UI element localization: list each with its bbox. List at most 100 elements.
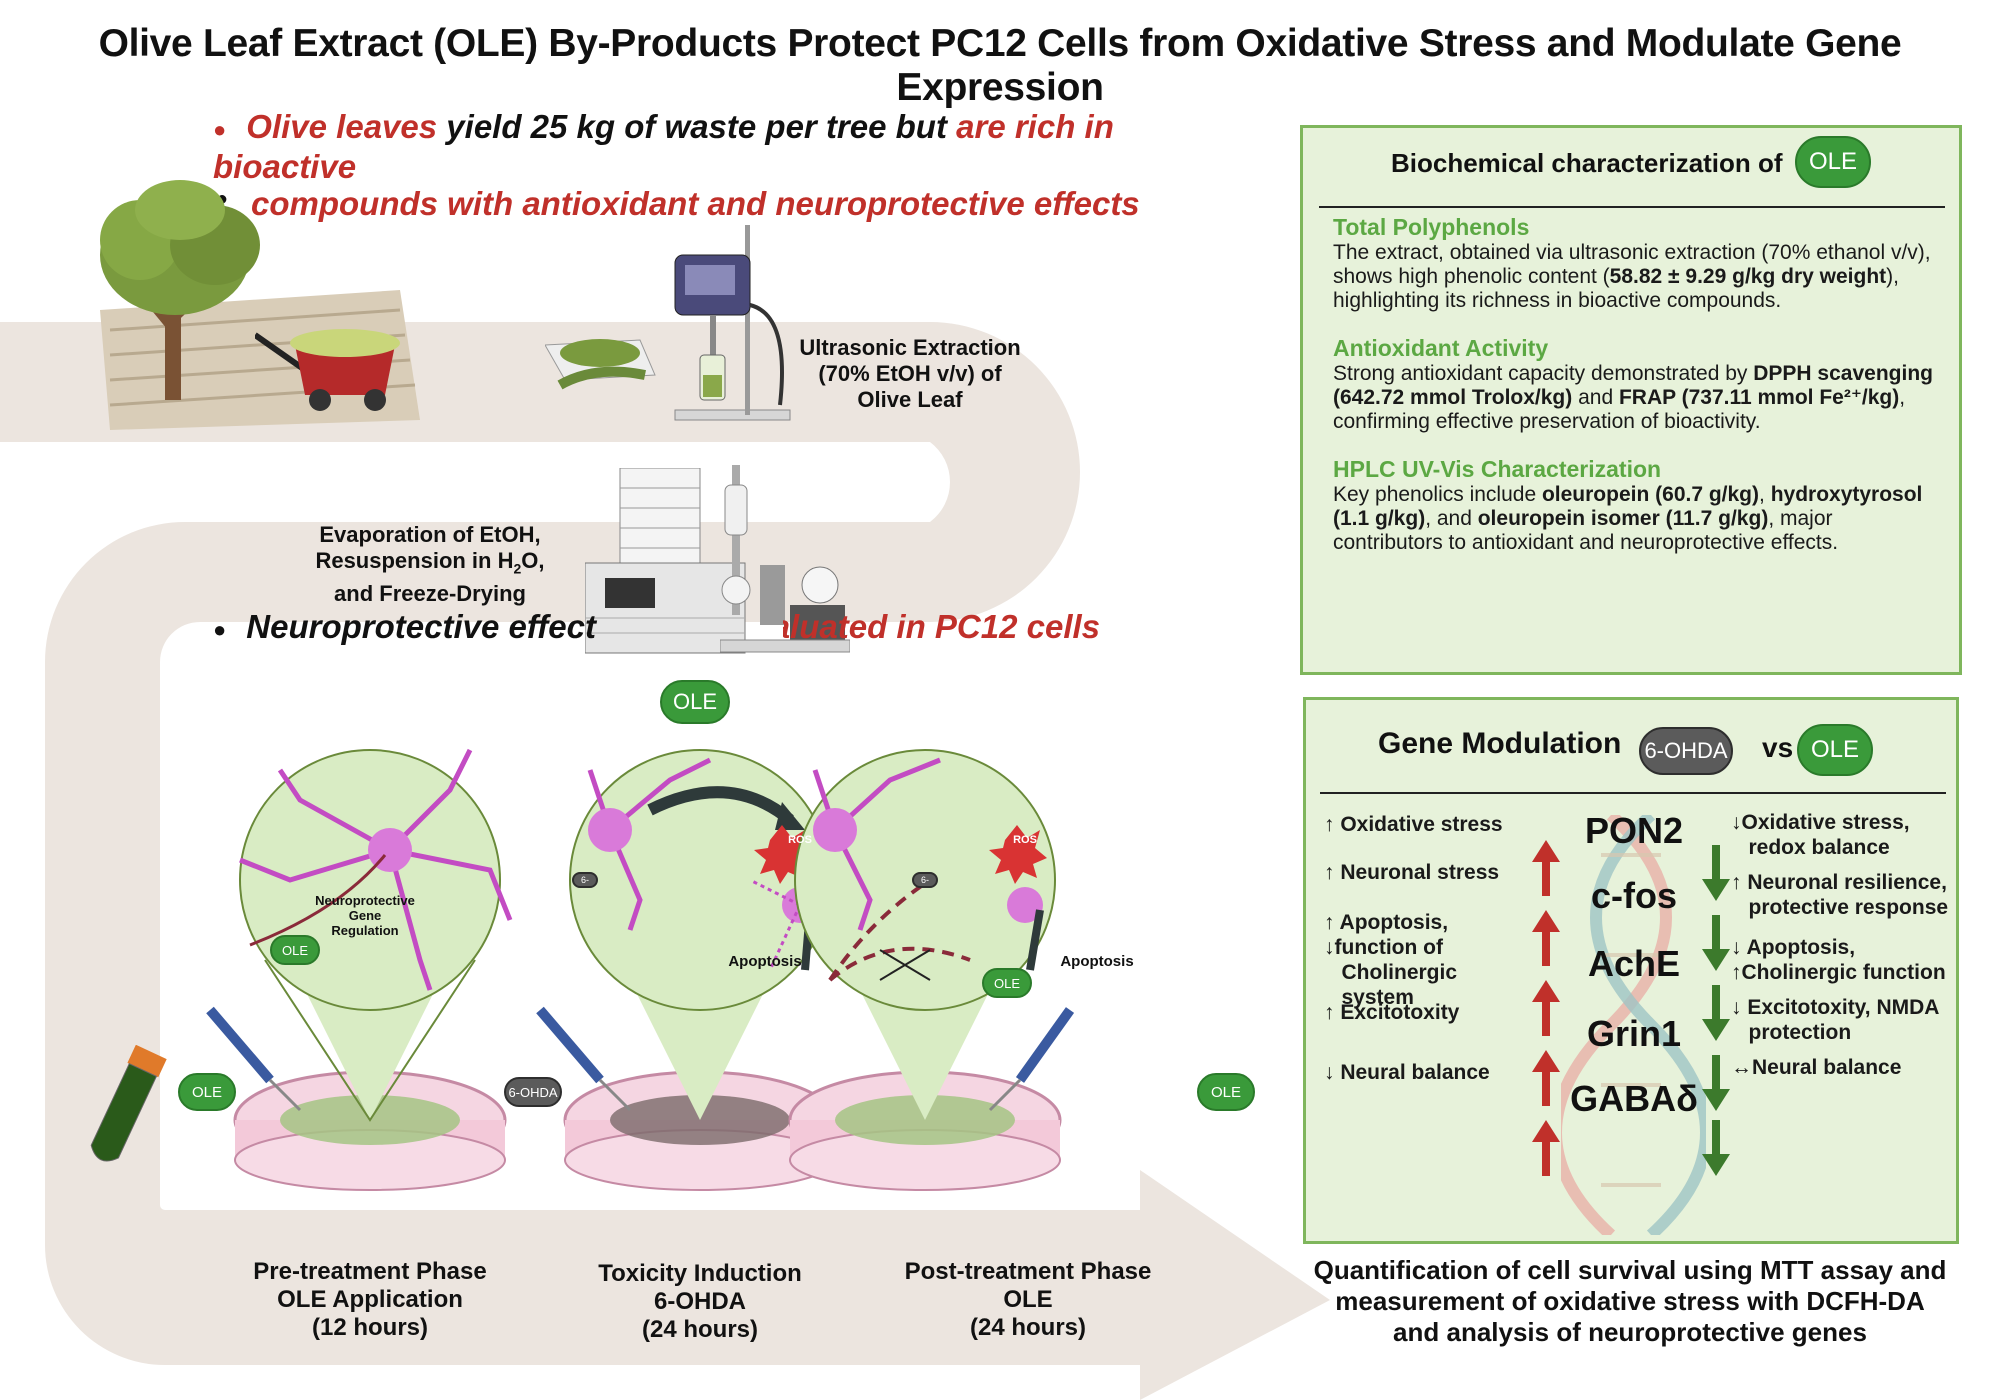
- gene-left-effect: ↑ Oxidative stress: [1324, 813, 1503, 836]
- biochem-text: , confirming effective preservation of b…: [1333, 386, 1906, 433]
- evaporation-subscript: 2: [513, 560, 522, 577]
- bottom-summary: Quantification of cell survival using MT…: [1300, 1255, 1960, 1348]
- biochem-section-title: Antioxidant Activity: [1333, 335, 1549, 361]
- biochem-text: Strong antioxidant capacity demonstrated…: [1333, 362, 1754, 385]
- biochem-highlight: FRAP (737.11 mmol Fe²⁺/kg): [1618, 386, 1900, 409]
- phase3-line-2: OLE: [1003, 1286, 1053, 1313]
- biochem-section-title: Total Polyphenols: [1333, 214, 1530, 240]
- gene-name: PON2: [1584, 810, 1684, 851]
- ole-pill-dish-3: OLE: [1197, 1073, 1255, 1111]
- ultrasonic-step-label: Ultrasonic Extraction (70% EtOH v/v) of …: [780, 335, 1040, 413]
- gene-name: c-fos: [1590, 875, 1677, 916]
- gene-vs-label: vs: [1762, 732, 1794, 763]
- biochem-section: HPLC UV-Vis Characterization Key phenoli…: [1333, 456, 1945, 555]
- biochem-section-title: HPLC UV-Vis Characterization: [1333, 456, 1662, 482]
- up-arrow-icon: [1532, 840, 1560, 896]
- gene-right-effect: ↓Oxidative stress, redox balance: [1731, 811, 1910, 859]
- up-arrow-icon: [1532, 980, 1560, 1036]
- biochem-panel: Biochemical characterization of OLE Tota…: [1300, 125, 1962, 675]
- down-arrow-icon: [1702, 1120, 1730, 1176]
- ohda-small-1: 6-: [572, 872, 598, 888]
- gene-right-effect: ↔Neural balance: [1731, 1056, 1902, 1079]
- evaporation-line-1: Evaporation of EtOH,: [319, 522, 541, 547]
- gene-ohda-pill: 6-OHDA: [1639, 727, 1733, 775]
- apoptosis-label-1: Apoptosis: [728, 953, 802, 970]
- biochem-divider: [1319, 206, 1945, 208]
- phase2-line-1: Toxicity Induction: [598, 1260, 802, 1287]
- up-arrow-icon: [1532, 1050, 1560, 1106]
- evaporation-line-3: and Freeze-Drying: [334, 581, 526, 607]
- up-arrow-icon: [1532, 910, 1560, 966]
- biochem-text: , major contributors to antioxidant and …: [1333, 507, 1839, 554]
- bullet-neuroprotective: ● Neuroprotective effect: [213, 608, 613, 648]
- biochem-highlight: oleuropein (60.7 g/kg): [1541, 483, 1760, 506]
- evaporation-line-2: Resuspension in H2O,: [300, 548, 560, 581]
- ohda-pill-dish-2: 6-OHDA: [504, 1077, 562, 1107]
- gene-left-effect: ↓ Neural balance: [1324, 1061, 1490, 1084]
- biochem-section: Antioxidant Activity Strong antioxidant …: [1333, 335, 1945, 434]
- biochem-section-body: Key phenolics include oleuropein (60.7 g…: [1333, 483, 1945, 555]
- bullet-text-olive-leaves: Olive leaves: [246, 108, 438, 145]
- phase3-line-3: (24 hours): [969, 1314, 1086, 1341]
- gene-arrow-column: [1532, 840, 1730, 1176]
- gene-modulation-panel: Gene Modulation 6-OHDA vs OLE ↑ Oxidativ…: [1303, 697, 1959, 1244]
- gene-name: AchE: [1587, 943, 1681, 984]
- biochem-highlight: oleuropein isomer (11.7 g/kg): [1477, 507, 1769, 530]
- down-arrow-icon: [1702, 985, 1730, 1041]
- bullet-text-waste: yield 25 kg of waste per tree but: [437, 108, 957, 145]
- bullet-text-evaluated: evaluated in PC12 cells: [735, 608, 1101, 645]
- cell-bubble-2: [569, 749, 831, 1120]
- phase-label-pretreatment: Pre-treatment Phase OLE Application (12 …: [230, 1258, 510, 1342]
- biochem-text: ,: [1759, 483, 1771, 506]
- gene-right-effect: ↓ Apoptosis, ↑Cholinergic function: [1731, 936, 1946, 984]
- dna-helix-illustration: [1561, 815, 1706, 1235]
- gene-left-effect: ↑ Apoptosis, ↓function of Cholinergic sy…: [1324, 911, 1458, 1009]
- ole-pill-bubble-1: OLE: [270, 935, 320, 965]
- biochem-text: ), highlighting its richness in bioactiv…: [1333, 265, 1899, 312]
- gene-ole-pill: OLE: [1797, 724, 1873, 776]
- phase1-line-1: Pre-treatment Phase: [253, 1258, 487, 1285]
- pretreat-label-line-3: Regulation: [331, 923, 399, 938]
- ultrasonic-extractor-illustration: [545, 225, 791, 421]
- ultrasonic-line-3: Olive Leaf: [857, 387, 963, 412]
- phase-label-posttreatment: Post-treatment Phase OLE (24 hours): [888, 1258, 1168, 1342]
- ultrasonic-line-2: (70% EtOH v/v) of: [818, 361, 1002, 386]
- biochem-section-body: The extract, obtained via ultrasonic ext…: [1333, 241, 1945, 313]
- gene-name: GABAδ: [1570, 1078, 1698, 1119]
- phase-label-toxicity: Toxicity Induction 6-OHDA (24 hours): [560, 1260, 840, 1344]
- apoptosis-label-2: Apoptosis: [1060, 953, 1134, 970]
- biochem-text: , and: [1425, 507, 1478, 530]
- bullet-dot-2: ●: [213, 616, 227, 642]
- gene-right-effect: ↓ Excitotoxity, NMDA protection: [1731, 996, 1940, 1044]
- harvest-cart-illustration: [255, 329, 400, 411]
- biochem-ole-pill: OLE: [1795, 136, 1871, 188]
- ros-label-1: ROS: [788, 834, 812, 846]
- biochem-section-body: Strong antioxidant capacity demonstrated…: [1333, 362, 1945, 434]
- phase2-line-3: (24 hours): [641, 1316, 758, 1343]
- biochem-heading: Biochemical characterization of: [1391, 148, 1783, 178]
- pretreat-label-line-2: Gene: [348, 908, 382, 923]
- biochem-text: Key phenolics include: [1333, 483, 1542, 506]
- petri-dish-2: [563, 1070, 837, 1191]
- summary-line-3: and analysis of neuroprotective genes: [1393, 1317, 1867, 1347]
- pretreat-bubble-label: Neuroprotective Gene Regulation: [300, 893, 430, 938]
- summary-line-1: Quantification of cell survival using MT…: [1313, 1255, 1947, 1285]
- biochem-highlight: hydroxytyrosol (1.1 g/kg): [1333, 483, 1923, 530]
- bullet-dot: ●: [213, 116, 227, 142]
- bullet-text-neuroprotective: Neuroprotective effect: [246, 608, 596, 645]
- pretreat-label-line-1: Neuroprotective: [315, 893, 415, 908]
- gene-left-effect: ↑ Neuronal stress: [1324, 861, 1500, 884]
- extract-tube-icon: [90, 1045, 167, 1162]
- gene-name: Grin1: [1586, 1013, 1682, 1054]
- ultrasonic-line-1: Ultrasonic Extraction: [799, 335, 1021, 360]
- biochem-text: and: [1572, 386, 1619, 409]
- page-title: Olive Leaf Extract (OLE) By-Products Pro…: [98, 22, 1902, 109]
- freeze-dryer-illustration: [585, 468, 746, 654]
- biochem-text: The extract, obtained via ultrasonic ext…: [1333, 241, 1931, 288]
- gene-divider: [1320, 792, 1946, 794]
- cell-bubble-3: [794, 749, 1056, 1120]
- phase3-line-1: Post-treatment Phase: [904, 1258, 1152, 1285]
- biochem-highlight: DPPH scavenging (642.72 mmol Trolox/kg): [1333, 362, 1933, 409]
